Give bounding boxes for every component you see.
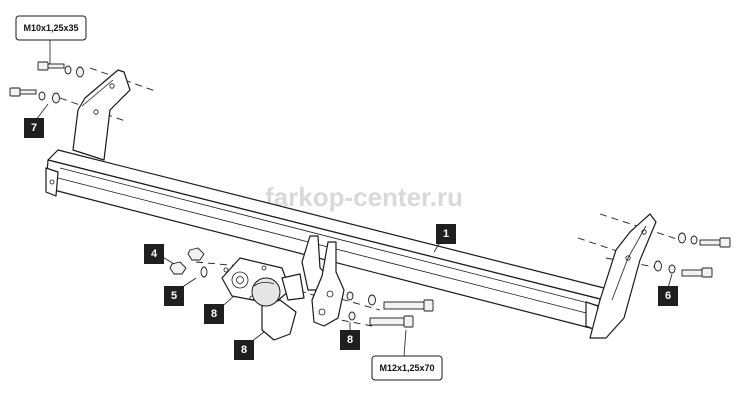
right-mounting-bracket <box>589 213 657 339</box>
svg-text:5: 5 <box>171 290 177 302</box>
hitch-mounting-plates <box>301 235 345 327</box>
tow-ball-hitch <box>221 257 305 341</box>
svg-text:8: 8 <box>211 308 217 320</box>
svg-text:1: 1 <box>443 228 449 240</box>
tag-part-5: 5 <box>164 286 184 306</box>
svg-text:8: 8 <box>241 344 247 356</box>
svg-text:4: 4 <box>151 248 158 260</box>
svg-text:6: 6 <box>665 290 671 302</box>
callout-top-bolt-text: M10x1,25x35 <box>23 23 78 33</box>
svg-text:8: 8 <box>347 334 353 346</box>
tag-part-8-right: 8 <box>340 330 360 350</box>
svg-text:7: 7 <box>31 122 37 134</box>
bolt-set-right <box>654 232 731 278</box>
tag-part-8-left: 8 <box>204 304 224 324</box>
callout-bottom-bolt: M12x1,25x70 <box>371 355 443 381</box>
tag-part-7: 7 <box>24 118 44 138</box>
tag-part-1: 1 <box>436 224 456 244</box>
callout-bottom-bolt-text: M12x1,25x70 <box>379 363 434 373</box>
left-mounting-bracket <box>72 69 131 161</box>
bolt-set-center <box>346 291 434 328</box>
tag-part-8-ball: 8 <box>234 340 254 360</box>
tag-part-6: 6 <box>658 286 678 306</box>
watermark-text: farkop-center.ru <box>265 182 463 212</box>
nuts-washers-left <box>169 247 208 278</box>
main-cross-beam <box>45 149 613 331</box>
bolt-set-top-left <box>9 61 84 104</box>
callout-top-bolt: M10x1,25x35 <box>15 15 87 41</box>
tag-part-4: 4 <box>144 244 164 264</box>
